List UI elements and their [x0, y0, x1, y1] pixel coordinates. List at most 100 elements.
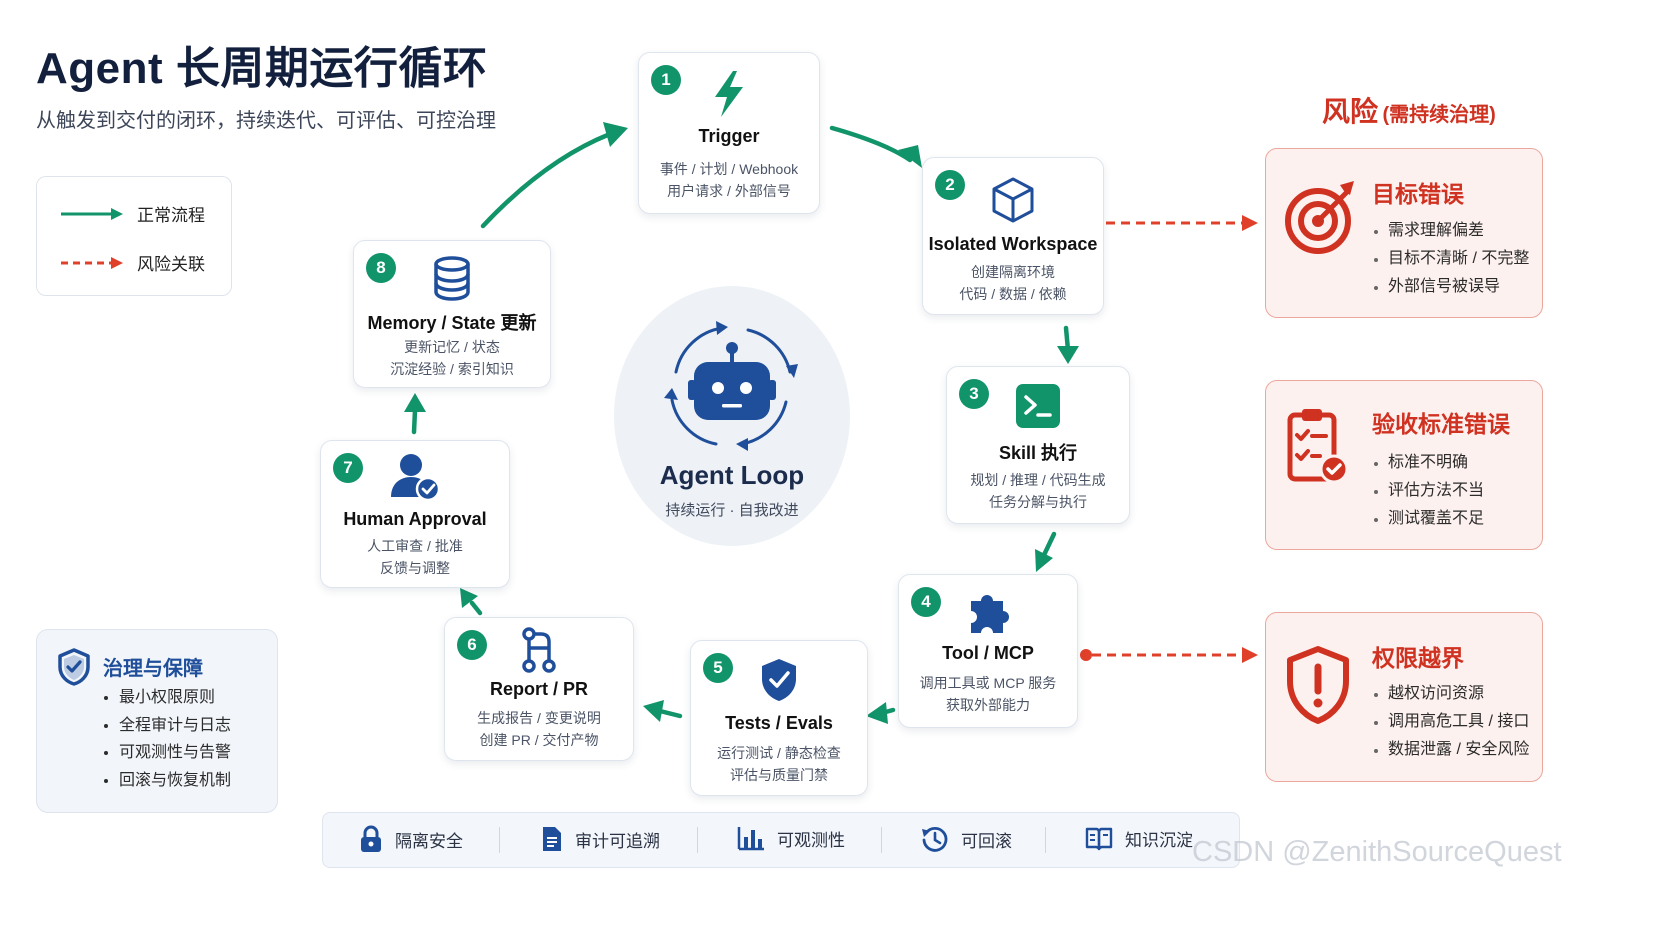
- lightning-icon: [715, 71, 743, 117]
- target-icon: [1285, 181, 1354, 254]
- risk-card-target: 目标错误 需求理解偏差 目标不清晰 / 不完整 外部信号被误导: [1265, 148, 1543, 318]
- node-tool-mcp: 4 Tool / MCP 调用工具或 MCP 服务 获取外部能力: [898, 574, 1078, 728]
- shield-check-icon: [762, 659, 796, 701]
- arrow-head: [1242, 215, 1258, 231]
- divider: [1045, 827, 1046, 853]
- capability-item: 隔离安全: [359, 825, 463, 853]
- node-title: Tests / Evals: [725, 713, 833, 733]
- node-desc: 生成报告 / 变更说明: [477, 710, 601, 726]
- node-tests-evals: 5 Tests / Evals 运行测试 / 静态检查 评估与质量门禁: [690, 640, 868, 796]
- arrow-5-to-6: [657, 708, 683, 719]
- node-title: Skill 执行: [998, 443, 1078, 463]
- risk-item: 外部信号被误导: [1388, 273, 1529, 301]
- risk-header-title: 风险: [1322, 96, 1379, 127]
- node-desc: 创建隔离环境: [971, 264, 1055, 280]
- arrow-head: [643, 700, 664, 722]
- user-check-icon: [391, 454, 441, 501]
- risk-list: 越权访问资源 调用高危工具 / 接口 数据泄露 / 安全风险: [1374, 680, 1529, 764]
- step-number: 8: [366, 253, 396, 283]
- shield-check-icon: [58, 648, 90, 686]
- page-subtitle: 从触发到交付的闭环，持续迭代、可评估、可控治理: [36, 110, 496, 132]
- legend-risk-label: 风险关联: [137, 255, 205, 274]
- node-title: Isolated Workspace: [928, 234, 1098, 254]
- robot-icon: [664, 321, 798, 451]
- governance-list: 最小权限原则 全程审计与日志 可观测性与告警 回滚与恢复机制: [103, 684, 231, 794]
- capability-item: 可观测性: [737, 825, 845, 851]
- node-title: Memory / State 更新: [367, 313, 537, 333]
- arrow-head: [898, 145, 922, 168]
- node-skill: 3 Skill 执行 规划 / 推理 / 代码生成 任务分解与执行: [946, 366, 1130, 524]
- risk-link-origin-dot: [1080, 649, 1092, 661]
- cube-icon: [992, 177, 1034, 223]
- divider: [881, 827, 882, 853]
- center-title: Agent Loop: [659, 460, 805, 490]
- watermark: CSDN @ZenithSourceQuest: [1192, 836, 1562, 868]
- step-number: 6: [457, 630, 487, 660]
- capability-item: 知识沉淀: [1085, 825, 1193, 851]
- arrow-1-to-2: [829, 125, 913, 163]
- node-desc: 沉淀经验 / 索引知识: [390, 361, 514, 377]
- arrow-6-to-7: [469, 600, 483, 616]
- node-report-pr: 6 Report / PR 生成报告 / 变更说明 创建 PR / 交付产物: [444, 617, 634, 761]
- risk-title: 目标错误: [1372, 181, 1464, 207]
- bar-chart-icon: [737, 827, 764, 851]
- arrow-head: [404, 393, 426, 412]
- lock-icon: [361, 825, 381, 852]
- arrow-head: [603, 122, 628, 147]
- puzzle-icon: [971, 595, 1009, 633]
- risk-list: 标准不明确 评估方法不当 测试覆盖不足: [1374, 449, 1484, 533]
- capability-label: 可观测性: [777, 830, 845, 850]
- node-title: Trigger: [698, 126, 760, 146]
- risk-item: 标准不明确: [1388, 449, 1484, 477]
- arrow-head: [1035, 549, 1053, 572]
- risk-item: 测试覆盖不足: [1388, 505, 1484, 533]
- node-desc: 更新记忆 / 状态: [404, 339, 500, 355]
- legend: 正常流程 风险关联: [36, 176, 232, 296]
- node-desc: 事件 / 计划 / Webhook: [659, 161, 799, 177]
- legend-normal: 正常流程: [59, 201, 205, 226]
- node-desc: 运行测试 / 静态检查: [717, 745, 841, 761]
- governance-panel: 治理与保障 最小权限原则 全程审计与日志 可观测性与告警 回滚与恢复机制: [36, 629, 278, 813]
- capability-label: 隔离安全: [395, 831, 463, 851]
- node-title: Tool / MCP: [942, 643, 1034, 663]
- risk-item: 需求理解偏差: [1388, 217, 1529, 245]
- database-icon: [434, 256, 470, 301]
- step-number: 5: [703, 653, 733, 683]
- solid-arrow-icon: [61, 207, 123, 220]
- arrow-head: [1242, 647, 1258, 663]
- node-desc: 反馈与调整: [380, 560, 450, 576]
- divider: [697, 827, 698, 853]
- node-title: Report / PR: [489, 679, 588, 699]
- history-icon: [922, 826, 948, 852]
- center-subtitle: 持续运行 · 自我改进: [665, 502, 799, 519]
- risk-header: 风险 (需持续治理): [1322, 90, 1496, 130]
- capability-label: 知识沉淀: [1125, 830, 1193, 850]
- terminal-icon: [1016, 384, 1060, 428]
- capability-item: 审计可追溯: [541, 825, 660, 853]
- node-desc: 评估与质量门禁: [730, 767, 828, 783]
- document-icon: [543, 827, 561, 851]
- risk-item: 越权访问资源: [1388, 680, 1529, 708]
- pull-request-icon: [522, 627, 556, 673]
- capability-label: 审计可追溯: [575, 831, 660, 851]
- governance-item: 回滚与恢复机制: [119, 767, 231, 795]
- risk-title: 验收标准错误: [1372, 411, 1510, 437]
- risk-item: 调用高危工具 / 接口: [1388, 708, 1529, 736]
- step-number: 4: [911, 587, 941, 617]
- clipboard-check-icon: [1287, 409, 1349, 484]
- arrow-3-to-4: [1041, 531, 1057, 558]
- step-number: 7: [333, 453, 363, 483]
- divider: [499, 827, 500, 853]
- step-number: 1: [651, 65, 681, 95]
- step-number: 2: [935, 170, 965, 200]
- node-desc: 调用工具或 MCP 服务: [919, 675, 1057, 691]
- governance-title: 治理与保障: [103, 658, 203, 680]
- arrow-head: [460, 588, 478, 608]
- risk-title: 权限越界: [1372, 645, 1464, 671]
- capability-bar: 隔离安全 审计可追溯 可观测性 可回滚: [322, 812, 1240, 868]
- risk-item: 评估方法不当: [1388, 477, 1484, 505]
- book-icon: [1085, 827, 1113, 851]
- shield-alert-icon: [1287, 646, 1349, 724]
- capability-item: 可回滚: [921, 825, 1012, 853]
